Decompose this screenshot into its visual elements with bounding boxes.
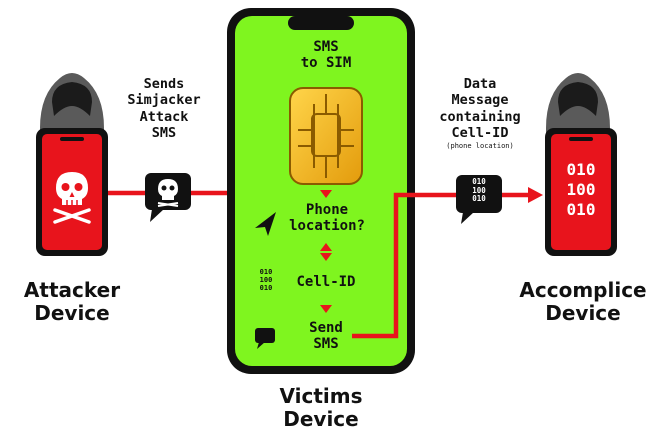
data-caption-note: (phone location): [446, 141, 514, 150]
sim-chip-icon: [289, 87, 363, 185]
data-caption-line: Message: [451, 92, 509, 109]
step-send-line: Send: [309, 320, 343, 336]
accomplice-label-line: Device: [545, 301, 621, 325]
bubble-binary-line: 100: [472, 185, 486, 195]
step-cell-id: Cell-ID: [276, 274, 376, 291]
victim-label-line: Victims: [279, 384, 363, 408]
binary-line: 010: [259, 284, 273, 293]
step-arrow-2-up-icon: [320, 243, 332, 251]
accomplice-label: Accomplice Device: [510, 279, 656, 325]
step-cellid-text: Cell-ID: [296, 274, 356, 290]
binary-line: 010: [259, 268, 273, 276]
step-arrow-2-down-icon: [320, 253, 332, 261]
data-caption-line: Data: [463, 76, 497, 92]
data-arrowhead-icon: [528, 187, 543, 203]
accomplice-phone-icon: [545, 128, 617, 256]
step-sms-to-sim: SMS to SIM: [276, 39, 376, 71]
skull-icon: [53, 172, 91, 224]
accomplice-screen-binary: 010 100 010: [551, 160, 611, 220]
step-location-line: Phone: [305, 202, 349, 218]
data-caption-line: Cell-ID: [451, 125, 509, 142]
attacker-label-line: Device: [34, 301, 110, 325]
victim-label-line: Device: [283, 407, 359, 431]
step-location-line: location?: [289, 217, 365, 234]
victim-binary-block: 010 100 010: [252, 268, 280, 292]
attacker-caption: Sends Simjacker Attack SMS: [110, 76, 218, 142]
attacker-caption-line: Sends: [143, 76, 185, 92]
data-message-bubble-icon: [456, 175, 502, 224]
screen-binary-line: 100: [566, 180, 596, 199]
screen-binary-line: 010: [566, 200, 596, 219]
accomplice-label-line: Accomplice: [519, 278, 647, 302]
screen-binary-line: 010: [566, 160, 596, 179]
data-message-caption: Data Message containing Cell-ID (phone l…: [422, 76, 538, 150]
step-arrow-1-icon: [320, 190, 332, 198]
bubble-binary-line: 010: [472, 194, 486, 204]
data-caption-line: containing: [439, 108, 521, 125]
attacker-label-line: Attacker: [23, 278, 121, 302]
step-sms-line: to SIM: [300, 54, 352, 71]
location-arrow-icon: [255, 212, 276, 236]
victim-label: Victims Device: [250, 385, 392, 431]
bubble-binary-block: 010 100 010: [456, 177, 502, 204]
step-send-line: SMS: [313, 335, 339, 352]
step-sms-line: SMS: [313, 39, 339, 55]
step-phone-location: Phone location?: [272, 202, 382, 234]
attacker-caption-line: SMS: [151, 125, 177, 142]
attacker-caption-line: Attack: [139, 108, 189, 125]
step-send-sms: Send SMS: [276, 320, 376, 352]
bubble-binary-line: 010: [472, 177, 486, 186]
attacker-caption-line: Simjacker: [127, 92, 201, 109]
step-arrow-3-icon: [320, 305, 332, 313]
chat-icon: [255, 328, 275, 349]
binary-line: 100: [259, 276, 273, 285]
attacker-label: Attacker Device: [0, 279, 144, 325]
skull-sms-bubble-icon: [145, 173, 191, 222]
